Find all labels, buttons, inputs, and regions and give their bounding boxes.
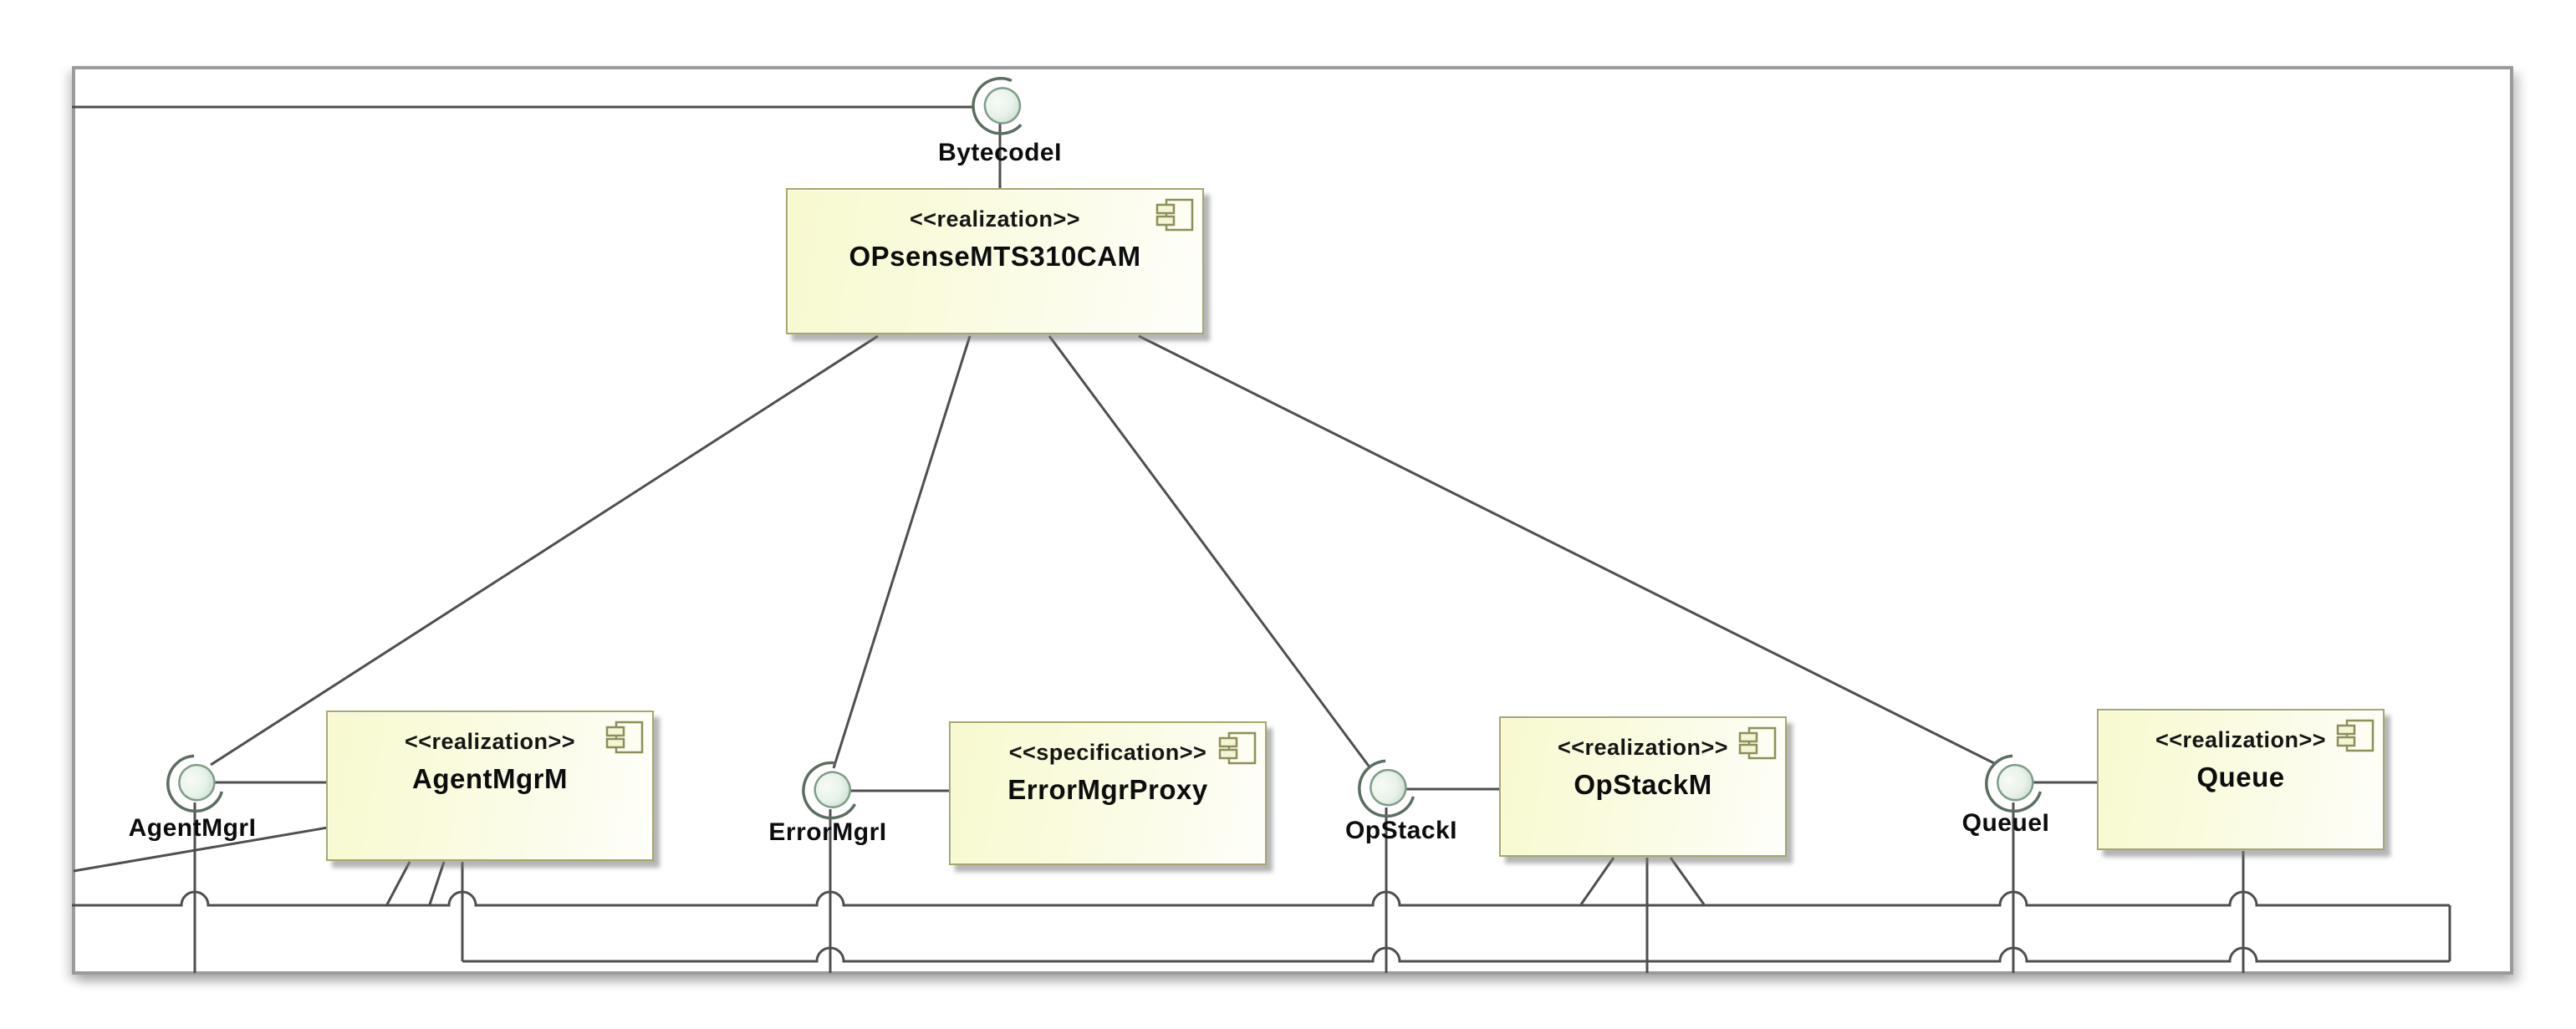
queuei-interface-lollipop[interactable] — [1975, 750, 2046, 822]
socket-arc-icon — [166, 754, 224, 813]
component-icon — [2336, 719, 2375, 752]
connector-lines — [72, 105, 2451, 973]
component-icon — [1738, 726, 1777, 760]
stereotype-label: <<realization>> — [2155, 727, 2327, 752]
stereotype-label: <<realization>> — [1557, 735, 1729, 760]
interface-label-opstacki: OpStackI — [1344, 817, 1458, 844]
edge-opsense-to-queuei — [1138, 334, 1997, 766]
socket-arc-icon — [972, 77, 1023, 135]
bytecodei-interface-lollipop[interactable] — [968, 75, 1025, 139]
edge-opsense-to-errormgri — [832, 335, 972, 769]
edge-opsense-to-agentmgri — [210, 334, 879, 767]
interface-label-bytecodei: BytecodeI — [938, 139, 1062, 166]
component-name: OPsenseMTS310CAM — [849, 241, 1141, 272]
stereotype-label: <<specification>> — [1008, 740, 1207, 765]
socket-arc-icon — [802, 761, 857, 820]
interface-ball-icon — [1997, 763, 2034, 802]
stereotype-label: <<realization>> — [404, 729, 576, 754]
edge-agentmgrm-diag1 — [385, 861, 411, 905]
component-name: AgentMgrM — [412, 763, 568, 794]
interface-ball-icon — [1370, 768, 1407, 807]
component-agentmgrm[interactable]: <<realization>> AgentMgrM — [326, 711, 654, 861]
interface-label-errormgri: ErrorMgrI — [768, 818, 887, 846]
socket-arc-icon — [1985, 754, 2043, 813]
bus-line-b — [462, 946, 2450, 963]
edge-opstackm-diag1 — [1579, 857, 1615, 905]
errormgri-interface-lollipop[interactable] — [794, 757, 860, 827]
component-errormgrproxy[interactable]: <<specification>> ErrorMgrProxy — [949, 721, 1267, 865]
component-name: OpStackM — [1574, 769, 1712, 800]
interface-label-agentmgri: AgentMgrI — [128, 814, 257, 842]
stereotype-label: <<realization>> — [909, 206, 1081, 232]
component-queue[interactable]: <<realization>> Queue — [2097, 709, 2385, 850]
component-icon — [1218, 731, 1257, 765]
socket-arc-icon — [1358, 759, 1416, 818]
interface-ball-icon — [178, 763, 216, 802]
edge-opsense-to-opstacki — [1048, 335, 1372, 769]
component-opstackm[interactable]: <<realization>> OpStackM — [1499, 716, 1787, 857]
bus-line-a — [72, 890, 2450, 907]
edge-agentmgrm-diag2 — [428, 861, 446, 905]
component-icon — [1155, 198, 1194, 232]
component-name: Queue — [2196, 762, 2285, 792]
edge-frame-to-agentmgrm-diagonal — [73, 826, 329, 873]
interface-ball-icon — [814, 771, 851, 808]
component-name: ErrorMgrProxy — [1007, 774, 1208, 805]
interface-label-queuei: QueueI — [1961, 809, 2050, 837]
agentmgri-interface-lollipop[interactable] — [156, 750, 227, 822]
opstacki-interface-lollipop[interactable] — [1348, 755, 1419, 827]
component-icon — [605, 721, 644, 754]
edge-opstackm-diag2 — [1669, 857, 1706, 905]
interface-ball-icon — [983, 87, 1022, 125]
component-opsensemts310cam[interactable]: <<realization>> OPsenseMTS310CAM — [786, 188, 1204, 334]
